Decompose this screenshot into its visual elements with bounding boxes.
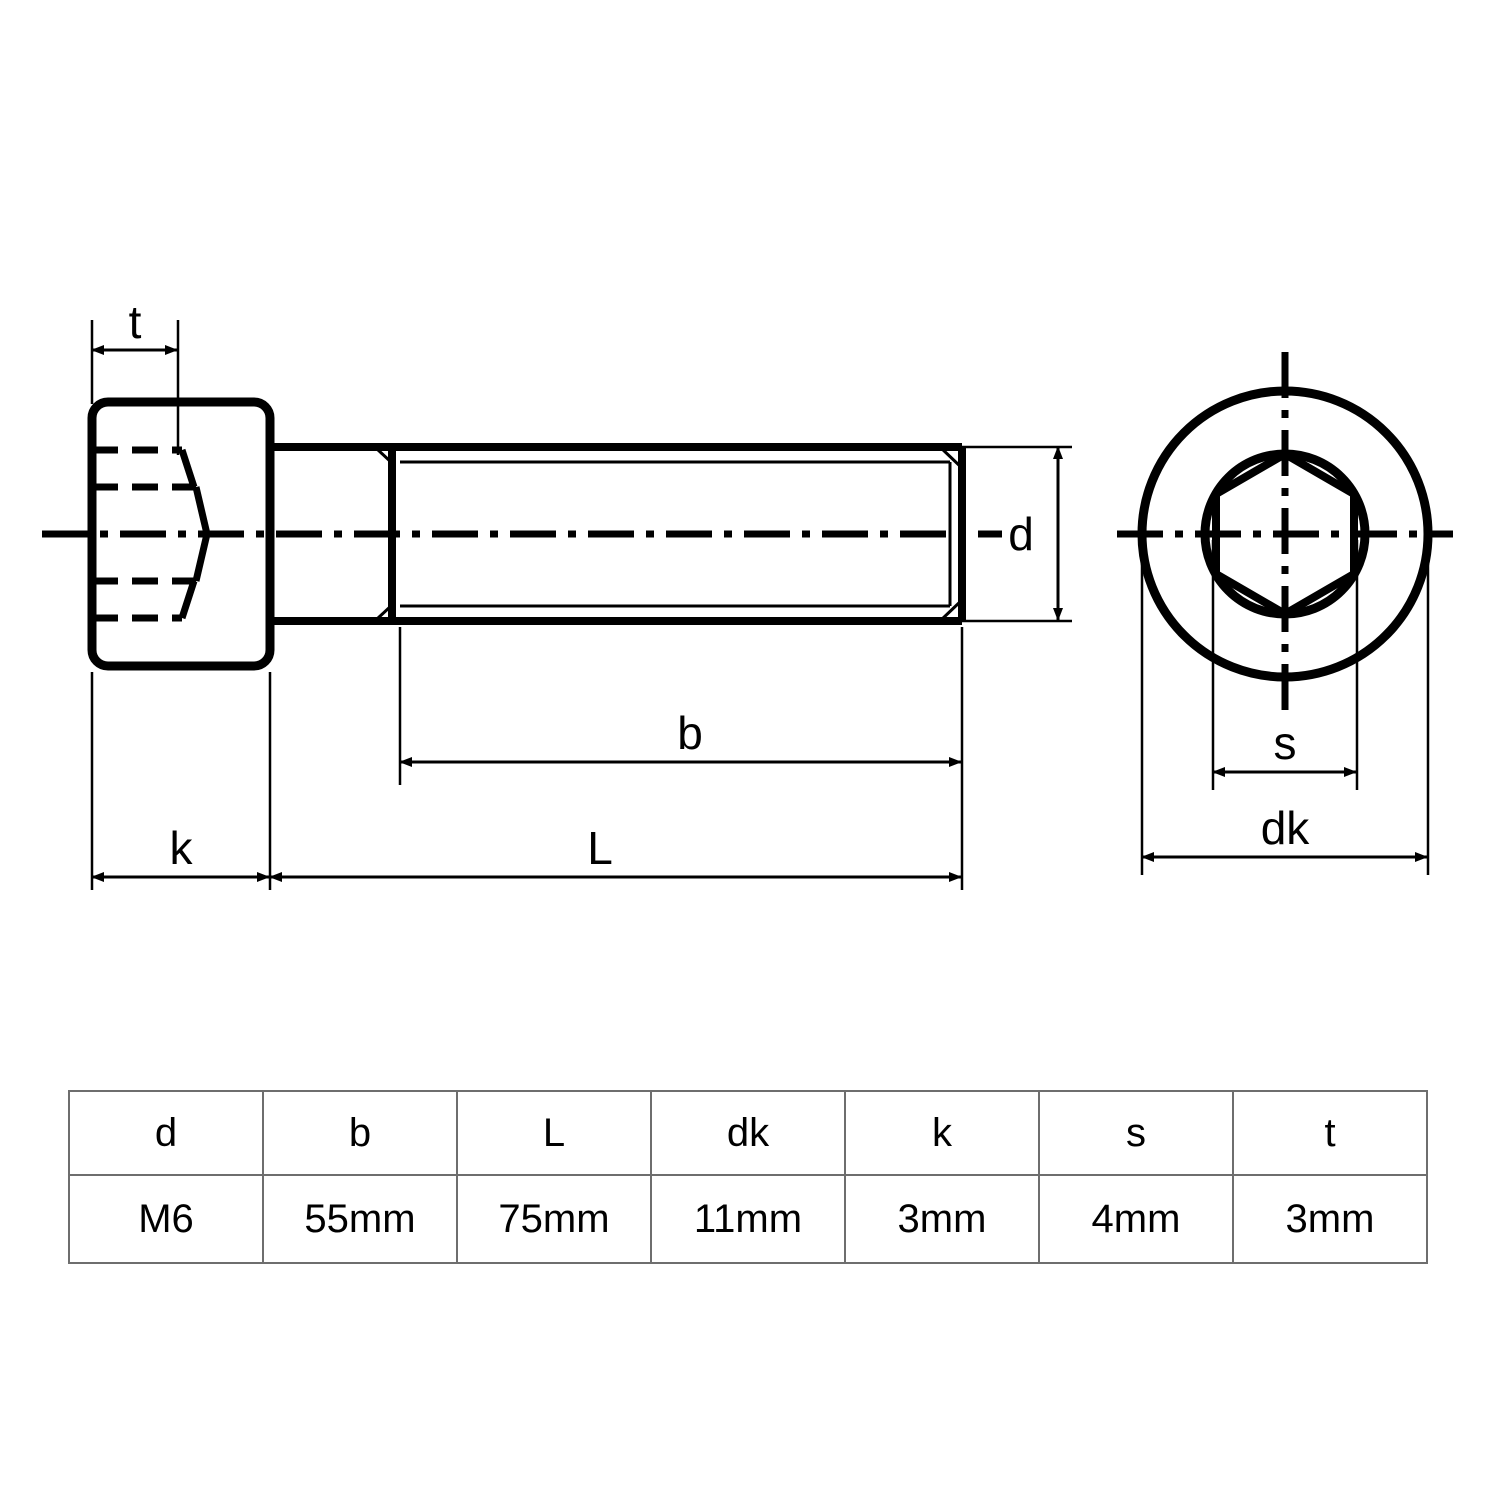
table-header-cell-t: t: [1232, 1090, 1428, 1176]
dimension-dk: dk: [1140, 540, 1430, 875]
thread-start-chamfer-top: [375, 447, 394, 465]
specification-table: d b L dk k s t M6 55mm 75mm 11mm 3mm 4mm…: [68, 1090, 1428, 1264]
table-value-row: M6 55mm 75mm 11mm 3mm 4mm 3mm: [68, 1174, 1428, 1264]
dim-label-L: L: [587, 822, 613, 874]
dim-label-s: s: [1274, 717, 1297, 769]
table-header-cell-s: s: [1038, 1090, 1234, 1176]
table-value-cell-k: 3mm: [844, 1174, 1040, 1264]
dim-label-t: t: [129, 296, 142, 348]
table-header-cell-L: L: [456, 1090, 652, 1176]
dimension-d: d: [962, 445, 1072, 623]
side-view: t k b L: [42, 296, 1072, 890]
dimension-t: t: [90, 296, 180, 455]
table-value-cell-L: 75mm: [456, 1174, 652, 1264]
dim-label-k: k: [170, 822, 194, 874]
dimension-s: s: [1211, 540, 1359, 790]
table-header-cell-k: k: [844, 1090, 1040, 1176]
table-header-row: d b L dk k s t: [68, 1090, 1428, 1176]
screw-tip-chamfer-top: [938, 445, 964, 470]
hex-socket-profile: [178, 448, 211, 620]
dim-label-dk: dk: [1261, 802, 1311, 854]
dim-label-b: b: [677, 707, 703, 759]
table-value-cell-s: 4mm: [1038, 1174, 1234, 1264]
dimension-L: L: [269, 822, 962, 882]
table-header-cell-d: d: [68, 1090, 264, 1176]
thread-start-chamfer-bottom: [375, 603, 394, 621]
hex-socket-hidden-lines: [92, 446, 182, 622]
screw-head-outline: [87, 397, 275, 671]
screw-tip-chamfer-bottom: [938, 598, 964, 623]
dimension-k: k: [90, 672, 272, 890]
table-value-cell-d: M6: [68, 1174, 264, 1264]
table-header-cell-dk: dk: [650, 1090, 846, 1176]
dimension-b: b: [398, 627, 964, 890]
table-header-cell-b: b: [262, 1090, 458, 1176]
dim-label-d: d: [1008, 508, 1034, 560]
end-view: s dk: [1117, 352, 1453, 875]
table-value-cell-b: 55mm: [262, 1174, 458, 1264]
table-value-cell-t: 3mm: [1232, 1174, 1428, 1264]
table-value-cell-dk: 11mm: [650, 1174, 846, 1264]
